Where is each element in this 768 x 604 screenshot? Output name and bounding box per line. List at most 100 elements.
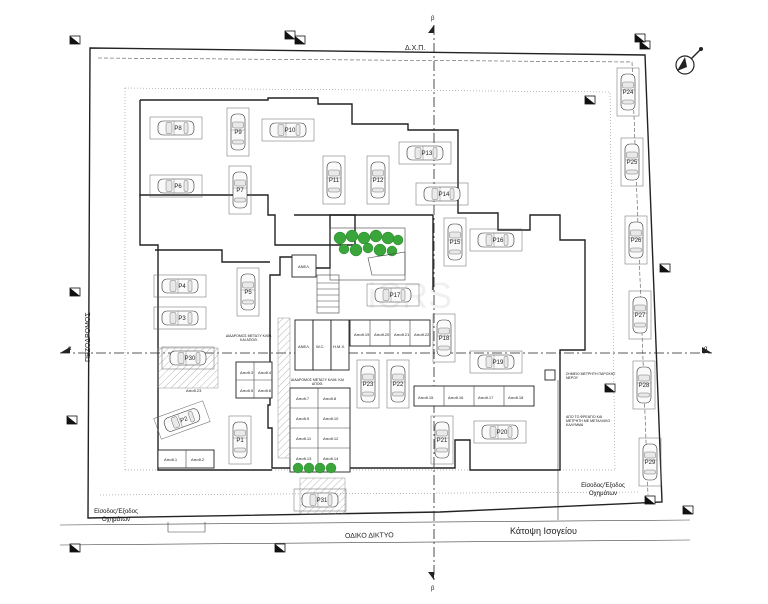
storage-central bbox=[289, 385, 535, 473]
svg-text:W.C.: W.C. bbox=[316, 344, 325, 349]
parking-label: P26 bbox=[631, 238, 642, 244]
section-mark-top: β bbox=[431, 16, 435, 22]
storage-label: Αποθ.21 bbox=[394, 332, 410, 337]
parking-space-p23: P23 bbox=[356, 359, 380, 409]
parking-space-p2: P2 bbox=[153, 400, 211, 440]
storage-label: Αποθ.15 bbox=[418, 395, 434, 400]
parking-label: P15 bbox=[450, 240, 461, 246]
road-label: ΟΔΙΚΟ ΔΙΚΤΥΟ bbox=[345, 532, 394, 540]
entrance-right-label: Είσοδος/Έξοδος Οχημάτων bbox=[581, 483, 625, 497]
storage-label: Αποθ.9 bbox=[296, 416, 310, 421]
section-mark-right: α bbox=[704, 346, 708, 352]
svg-text:ΑΝΕΛ.: ΑΝΕΛ. bbox=[298, 264, 310, 269]
note-meter: ΣΗΜΕΙΟ ΜΕΤΡΗΤΗ ΠΑΡΟΧΗΣ ΝΕΡΟΥ bbox=[566, 372, 616, 380]
parking-space-p13: P13 bbox=[398, 141, 452, 165]
parking-label: P17 bbox=[390, 293, 401, 299]
parking-space-p29: P29 bbox=[638, 437, 662, 487]
parking-label: P23 bbox=[363, 382, 374, 388]
drawing-title: Κάτοψη Ισογείου bbox=[510, 526, 577, 536]
parking-space-p11: P11 bbox=[322, 155, 346, 205]
survey-marker-icon bbox=[682, 505, 694, 515]
storage-label: Αποθ.18 bbox=[508, 395, 524, 400]
parking-label: P30 bbox=[185, 356, 196, 362]
parking-space-p24: P24 bbox=[616, 67, 640, 117]
storage-label: Αποθ.11 bbox=[296, 436, 312, 441]
parking-space-p12: P12 bbox=[366, 155, 390, 205]
survey-marker-icon bbox=[274, 543, 286, 553]
parking-label: P4 bbox=[178, 284, 186, 290]
courtyard-trees bbox=[333, 229, 404, 257]
parking-space-p3: P3 bbox=[153, 306, 207, 330]
parking-label: P6 bbox=[174, 184, 182, 190]
svg-text:ΑΝΕΛ.: ΑΝΕΛ. bbox=[298, 344, 310, 349]
survey-marker-icon bbox=[644, 495, 656, 505]
parking-space-p17: P17 bbox=[366, 283, 420, 307]
survey-marker-icon bbox=[69, 543, 81, 553]
parking-label: P29 bbox=[645, 460, 656, 466]
storage-label: Αποθ.1 bbox=[164, 457, 178, 462]
parking-label: P1 bbox=[236, 438, 244, 444]
parking-space-p22: P22 bbox=[386, 359, 410, 409]
parking-label: P31 bbox=[317, 498, 328, 504]
storage-label: Αποθ.14 bbox=[323, 456, 339, 461]
parking-space-p7: P7 bbox=[228, 165, 252, 215]
parking-space-p9: P9 bbox=[226, 107, 250, 157]
survey-marker-icon bbox=[294, 35, 306, 45]
parking-label: P16 bbox=[493, 238, 504, 244]
service-rooms: ΑΝΕΛ. W.C. Η.Μ.Χ. bbox=[294, 319, 350, 371]
storage-label: Αποθ.7 bbox=[296, 396, 310, 401]
survey-marker-icon bbox=[284, 30, 296, 40]
parking-space-p14: P14 bbox=[415, 182, 469, 206]
parking-label: P9 bbox=[234, 130, 242, 136]
survey-marker-icon bbox=[69, 287, 81, 297]
parking-space-p4: P4 bbox=[153, 274, 207, 298]
survey-marker-icon bbox=[584, 95, 596, 105]
parking-space-p6: P6 bbox=[149, 174, 203, 198]
storage-label: Αποθ.2 bbox=[191, 457, 205, 462]
storage-label: Αποθ.17 bbox=[478, 395, 494, 400]
storage-label: Αποθ.12 bbox=[323, 436, 339, 441]
parking-space-p16: P16 bbox=[469, 228, 523, 252]
svg-text:Η.Μ.Χ.: Η.Μ.Χ. bbox=[333, 344, 345, 349]
parking-space-p26: P26 bbox=[624, 215, 648, 265]
survey-marker-icon bbox=[659, 263, 671, 273]
parking-label: P8 bbox=[174, 126, 182, 132]
parking-space-p10: P10 bbox=[261, 118, 315, 142]
storage-label: Αποθ.19 bbox=[354, 332, 370, 337]
entrance-left-label: Είσοδος/Έξοδος Οχημάτων bbox=[94, 509, 138, 523]
survey-marker-icon bbox=[604, 383, 616, 393]
parking-space-p8: P8 bbox=[149, 116, 203, 140]
note-right: ΑΠΟ ΤΟ ΦΡΕΑΤΙΟ ΚΑΙ ΜΕΤΡΗΤΗ ΜΕ ΜΕΤΑΛΛΙΚΟ … bbox=[566, 415, 611, 427]
sidewalk-label: ΠΕΖΟΔΡΟΜΟΣ bbox=[85, 312, 92, 362]
storage-west bbox=[157, 361, 273, 469]
storage-label: Αποθ.8 bbox=[323, 396, 337, 401]
parking-label: P28 bbox=[639, 383, 650, 389]
parking-label: P20 bbox=[497, 430, 508, 436]
parking-space-p28: P28 bbox=[632, 360, 656, 410]
storage-label: Αποθ.23 bbox=[186, 388, 202, 393]
parking-label: P2 bbox=[180, 416, 190, 424]
storage-label: Αποθ.3 bbox=[240, 370, 254, 375]
parking-label: P12 bbox=[373, 178, 384, 184]
storage-label: Αποθ.4 bbox=[258, 370, 272, 375]
parking-label: P3 bbox=[178, 316, 186, 322]
parking-label: P24 bbox=[623, 90, 634, 96]
parking-label: P10 bbox=[285, 128, 296, 134]
north-arrow-icon bbox=[675, 47, 703, 75]
parking-space-p21: P21 bbox=[430, 415, 454, 465]
parking-label: P18 bbox=[439, 336, 450, 342]
storage-label: Αποθ.16 bbox=[448, 395, 464, 400]
storage-label: Αποθ.22 bbox=[414, 332, 430, 337]
parking-label: P13 bbox=[422, 151, 433, 157]
parking-label: P7 bbox=[236, 188, 244, 194]
survey-marker-icon bbox=[634, 33, 646, 43]
section-mark-bottom: β bbox=[431, 586, 435, 592]
parking-space-p19: P19 bbox=[469, 350, 523, 374]
parking-label: P25 bbox=[627, 160, 638, 166]
note-ramp-mid: ΔΙΑΔΡΟΜΟΣ ΜΕΤΑΞΥ ΚΛΙΜ. ΚΑΙ ΑΠΟΘ. bbox=[291, 378, 344, 386]
storage-label: Αποθ.5 bbox=[240, 388, 254, 393]
survey-marker-icon bbox=[69, 35, 81, 45]
parking-space-p1: P1 bbox=[228, 415, 252, 465]
parking-label: P22 bbox=[393, 382, 404, 388]
